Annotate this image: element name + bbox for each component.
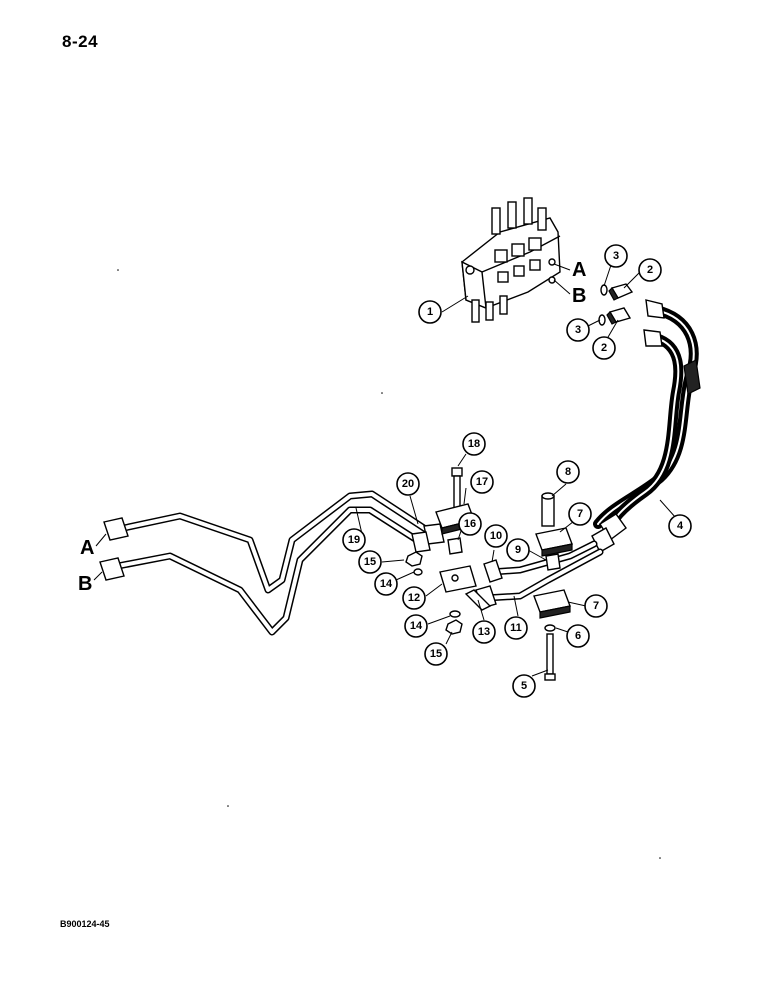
clamp-7-upper xyxy=(535,527,573,557)
o-ring-upper xyxy=(600,284,608,296)
washer-14-lower xyxy=(449,610,461,618)
callout-4: 4 xyxy=(668,514,692,538)
bolt-upper xyxy=(451,467,463,511)
spacer-16 xyxy=(447,537,463,555)
nut-15-upper xyxy=(405,551,423,567)
callout-16: 16 xyxy=(458,512,482,536)
svg-text:12: 12 xyxy=(408,592,420,604)
port-label-b-valve: B xyxy=(572,285,586,307)
port-label-b-tube: B xyxy=(78,573,92,595)
callout-8: 8 xyxy=(556,460,580,484)
svg-text:7: 7 xyxy=(593,600,599,612)
port-label-a-tube: A xyxy=(80,537,94,559)
svg-text:2: 2 xyxy=(647,264,653,276)
plate-12 xyxy=(439,565,477,593)
svg-text:11: 11 xyxy=(510,622,522,634)
svg-text:9: 9 xyxy=(515,544,521,556)
svg-text:2: 2 xyxy=(601,342,607,354)
svg-text:10: 10 xyxy=(490,530,502,542)
callout-13: 13 xyxy=(472,620,496,644)
washer-14-upper xyxy=(413,568,423,576)
svg-text:3: 3 xyxy=(575,324,581,336)
adapter-upper xyxy=(608,283,634,301)
svg-text:6: 6 xyxy=(575,630,581,642)
callout-7-upper: 7 xyxy=(568,502,592,526)
callout-2-upper: 2 xyxy=(638,258,662,282)
callout-9: 9 xyxy=(506,538,530,562)
spacer-9 xyxy=(545,553,561,571)
document-code: B900124-45 xyxy=(60,919,110,929)
adapter-lower xyxy=(606,307,632,325)
callout-6: 6 xyxy=(566,624,590,648)
svg-text:18: 18 xyxy=(468,438,480,450)
tube-assembly-left xyxy=(99,490,445,636)
callout-7-lower: 7 xyxy=(584,594,608,618)
svg-text:19: 19 xyxy=(348,534,360,546)
callout-5: 5 xyxy=(512,674,536,698)
svg-text:16: 16 xyxy=(464,518,476,530)
svg-text:20: 20 xyxy=(402,478,414,490)
svg-text:17: 17 xyxy=(476,476,488,488)
callout-11: 11 xyxy=(504,616,528,640)
callout-18: 18 xyxy=(462,432,486,456)
callout-10: 10 xyxy=(484,524,508,548)
svg-text:7: 7 xyxy=(577,508,583,520)
bolt-5 xyxy=(544,633,556,681)
callout-12: 12 xyxy=(402,586,426,610)
sleeve-8 xyxy=(541,492,555,527)
callout-3-upper: 3 xyxy=(604,244,628,268)
callout-3-lower: 3 xyxy=(566,318,590,342)
svg-text:15: 15 xyxy=(430,648,442,660)
callout-14-lower: 14 xyxy=(404,614,428,638)
clamp-7-lower xyxy=(533,589,571,619)
svg-text:8: 8 xyxy=(565,466,571,478)
svg-text:1: 1 xyxy=(427,306,433,318)
callout-14-upper: 14 xyxy=(374,572,398,596)
callout-19: 19 xyxy=(342,528,366,552)
control-valve xyxy=(461,197,561,323)
svg-text:13: 13 xyxy=(478,626,490,638)
svg-text:15: 15 xyxy=(364,556,376,568)
port-label-a-valve: A xyxy=(572,259,586,281)
svg-text:5: 5 xyxy=(521,680,527,692)
svg-text:4: 4 xyxy=(677,520,684,532)
callout-leaders xyxy=(355,261,677,677)
washer-6 xyxy=(544,624,556,632)
svg-text:3: 3 xyxy=(613,250,619,262)
svg-text:14: 14 xyxy=(410,620,423,632)
callout-15-upper: 15 xyxy=(358,550,382,574)
callout-2-lower: 2 xyxy=(592,336,616,360)
hydraulic-hoses xyxy=(591,299,701,553)
callout-20: 20 xyxy=(396,472,420,496)
svg-text:14: 14 xyxy=(380,578,393,590)
page-number: 8-24 xyxy=(62,32,99,51)
callout-15-lower: 15 xyxy=(424,642,448,666)
nut-15-lower xyxy=(445,619,463,635)
callout-1: 1 xyxy=(418,300,442,324)
callout-17: 17 xyxy=(470,470,494,494)
